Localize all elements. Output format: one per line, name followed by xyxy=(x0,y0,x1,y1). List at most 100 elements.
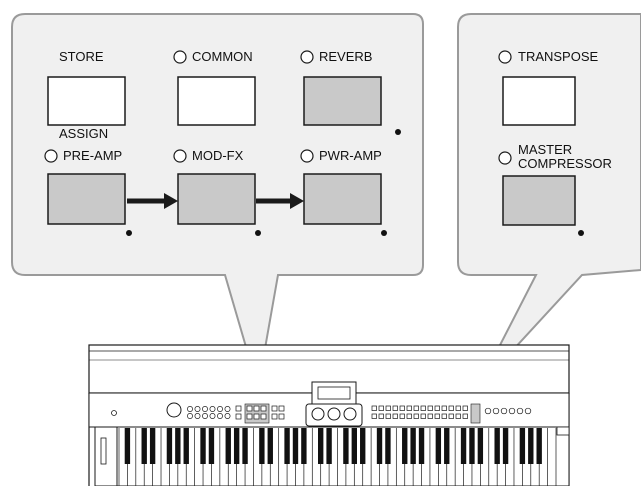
assign-label: ASSIGN xyxy=(59,126,108,141)
transpose-led-icon xyxy=(498,50,512,64)
panel-button-icon xyxy=(209,406,216,412)
black-key xyxy=(225,428,231,464)
panel-button-icon xyxy=(271,413,278,420)
panel-button-icon xyxy=(209,413,216,419)
master-compressor-led-icon xyxy=(498,151,512,165)
black-key xyxy=(141,428,147,464)
black-key xyxy=(267,428,273,464)
black-key xyxy=(528,428,534,464)
master-compressor-label-line2: COMPRESSOR xyxy=(518,156,612,171)
panel-button-icon xyxy=(202,406,208,412)
preamp-button[interactable] xyxy=(47,173,126,225)
pwramp-indicator-dot-icon xyxy=(381,230,387,236)
black-key xyxy=(519,428,526,464)
black-key xyxy=(284,428,290,464)
store-button[interactable] xyxy=(47,76,126,126)
modfx-button[interactable] xyxy=(177,173,256,225)
black-key xyxy=(494,428,500,464)
panel-button-icon xyxy=(484,407,492,415)
black-key xyxy=(418,428,425,464)
panel-button-icon xyxy=(278,413,285,420)
reverb-label: REVERB xyxy=(319,49,372,64)
panel-button-icon xyxy=(235,405,242,412)
master-compressor-label-line1: MASTER xyxy=(518,142,572,157)
panel-button-icon xyxy=(378,405,384,411)
black-key xyxy=(292,428,299,464)
pwramp-label: PWR-AMP xyxy=(319,148,382,163)
dial-knob-icon xyxy=(311,407,325,421)
keybed xyxy=(116,426,570,486)
panel-button-icon xyxy=(462,405,468,411)
modfx-label: MOD-FX xyxy=(192,148,244,163)
black-key xyxy=(124,428,131,464)
black-key xyxy=(376,428,383,464)
panel-button-icon xyxy=(399,405,405,411)
right-highlight-area xyxy=(470,403,481,424)
panel-button-icon xyxy=(371,405,377,411)
store-label: STORE xyxy=(59,49,104,64)
black-key xyxy=(301,428,307,464)
black-key xyxy=(242,428,248,464)
black-key xyxy=(326,428,332,464)
black-key xyxy=(175,428,181,464)
panel-button-icon xyxy=(524,407,532,415)
pitch-wheel-icon xyxy=(100,437,107,465)
common-button[interactable] xyxy=(177,76,256,126)
panel-button-icon xyxy=(420,413,426,419)
panel-button-icon xyxy=(448,405,454,411)
reverb-led-icon xyxy=(300,50,314,64)
pwramp-button[interactable] xyxy=(303,173,382,225)
master-compressor-button[interactable] xyxy=(502,175,576,226)
panel-button-icon xyxy=(413,405,419,411)
black-key xyxy=(536,428,542,464)
panel-button-icon xyxy=(441,413,447,419)
black-key xyxy=(435,428,442,464)
reverb-button[interactable] xyxy=(303,76,382,126)
panel-button-icon xyxy=(448,413,454,419)
panel-button-icon xyxy=(406,413,412,419)
panel-button-icon xyxy=(516,407,524,415)
master-compressor-indicator-dot-icon xyxy=(578,230,584,236)
panel-button-icon xyxy=(253,405,260,412)
panel-button-icon xyxy=(492,407,500,415)
panel-button-icon xyxy=(455,413,461,419)
panel-button-icon xyxy=(246,413,253,420)
black-key xyxy=(183,428,189,464)
panel-button-icon xyxy=(434,405,440,411)
panel-button-icon xyxy=(278,405,285,412)
panel-button-icon xyxy=(217,406,223,412)
transpose-label: TRANSPOSE xyxy=(518,49,599,64)
panel-button-icon xyxy=(224,406,231,412)
black-key xyxy=(410,428,416,464)
black-key xyxy=(259,428,265,464)
black-key xyxy=(343,428,349,464)
panel-button-icon xyxy=(224,413,231,419)
panel-button-icon xyxy=(235,413,242,420)
panel-button-icon xyxy=(500,407,508,415)
modfx-led-icon xyxy=(173,149,187,163)
black-key xyxy=(385,428,391,464)
black-key xyxy=(208,428,215,464)
panel-button-icon xyxy=(399,413,405,419)
black-key xyxy=(469,428,475,464)
transpose-button[interactable] xyxy=(502,76,576,126)
black-key xyxy=(351,428,357,464)
black-key xyxy=(233,428,240,464)
panel-button-icon xyxy=(392,413,398,419)
black-key xyxy=(200,428,206,464)
panel-button-icon xyxy=(385,413,391,419)
panel-button-icon xyxy=(202,413,208,419)
panel-button-icon xyxy=(462,413,468,419)
panel-button-icon xyxy=(427,413,433,419)
preamp-led-icon xyxy=(44,149,58,163)
panel-button-icon xyxy=(187,413,193,419)
black-key xyxy=(460,428,467,464)
panel-button-icon xyxy=(260,413,267,420)
panel-button-icon xyxy=(385,405,391,411)
panel-button-icon xyxy=(371,413,377,419)
panel-button-icon xyxy=(392,405,398,411)
common-led-icon xyxy=(173,50,187,64)
panel-button-icon xyxy=(187,406,193,412)
black-key xyxy=(402,428,408,464)
panel-button-icon xyxy=(271,405,278,412)
